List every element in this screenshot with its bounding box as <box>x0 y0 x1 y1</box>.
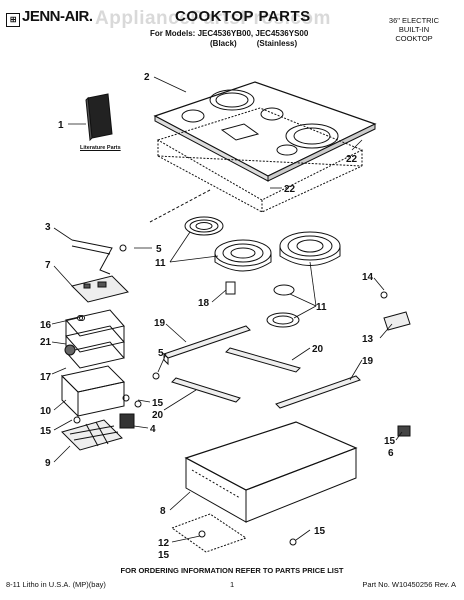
callout-4: 4 <box>150 424 156 435</box>
part-number: Part No. W10450256 Rev. A <box>362 580 456 589</box>
ordering-info: FOR ORDERING INFORMATION REFER TO PARTS … <box>120 566 344 575</box>
terminal-block <box>119 394 135 429</box>
callout-19-right: 19 <box>362 356 374 367</box>
brand-name: JENN-AIR. <box>22 8 93 25</box>
leader-lines <box>51 76 403 543</box>
callout-15-d: 15 <box>314 526 326 537</box>
callout-9: 9 <box>45 458 51 469</box>
callout-14: 14 <box>362 272 374 283</box>
support-rails <box>152 325 361 409</box>
literature-booklet <box>85 93 113 142</box>
callout-7: 7 <box>45 260 51 271</box>
callout-19-left: 19 <box>154 318 166 329</box>
callout-22-bottom: 22 <box>284 184 296 195</box>
callout-11-left: 11 <box>155 258 166 269</box>
mount-bracket <box>380 291 411 331</box>
control-housing <box>64 309 125 369</box>
callout-13: 13 <box>362 334 374 345</box>
callout-17: 17 <box>40 372 52 383</box>
callout-8: 8 <box>160 506 166 517</box>
callout-10: 10 <box>40 406 52 417</box>
brand-mark-icon: ⊞ <box>6 13 20 27</box>
model-numbers: JEC4536YB00, JEC4536YS00 <box>197 29 309 38</box>
type-line-1: 36" ELECTRIC <box>388 16 440 25</box>
callout-22-top: 22 <box>346 154 358 165</box>
brand-logo: ⊞JENN-AIR. <box>6 8 93 27</box>
surface-elements <box>184 216 341 328</box>
models-prefix: For Models: <box>150 29 198 38</box>
appliance-type: 36" ELECTRIC BUILT-IN COOKTOP <box>370 16 458 43</box>
variant-stainless: (Stainless) <box>256 39 298 48</box>
callout-11-right: 11 <box>316 302 327 313</box>
callout-12: 12 <box>158 538 170 549</box>
callout-15-c: 15 <box>384 436 396 447</box>
literature-parts-label: Literature Parts <box>80 145 121 151</box>
fan-assembly <box>61 419 123 451</box>
callout-5-mid: 5 <box>158 348 164 359</box>
page-title: COOKTOP PARTS <box>175 8 311 25</box>
bottom-pan <box>184 421 358 523</box>
cover-plate <box>170 513 248 553</box>
callout-15-a: 15 <box>152 398 164 409</box>
bracket <box>71 239 127 275</box>
litho-info: 8-11 Litho in U.S.A. (MP)(bay) <box>6 580 106 589</box>
callout-15-e: 15 <box>158 550 170 561</box>
callout-3: 3 <box>45 222 51 233</box>
callout-2: 2 <box>144 72 150 83</box>
glass-cooktop <box>153 81 377 182</box>
type-line-2: BUILT-IN <box>398 25 430 34</box>
control-board <box>71 275 129 303</box>
callout-numbers: 1 2 22 22 3 5 11 7 18 11 14 16 19 13 21 … <box>40 72 396 561</box>
callout-1: 1 <box>58 120 64 131</box>
variant-black: (Black) <box>210 39 237 48</box>
lower-enclosure <box>60 365 126 418</box>
model-info: For Models: JEC4536YB00, JEC4536YS00 (Bl… <box>150 29 308 49</box>
callout-6: 6 <box>388 448 394 459</box>
page-number: 1 <box>230 580 235 589</box>
callout-21: 21 <box>40 337 52 348</box>
callout-15-b: 15 <box>40 426 52 437</box>
callout-20-left: 20 <box>152 410 164 421</box>
watermark: AppliancePartsPros.com <box>95 8 331 29</box>
callout-5-top: 5 <box>156 244 162 255</box>
callout-20-right: 20 <box>312 344 324 355</box>
callout-16: 16 <box>40 320 52 331</box>
cooktop-frame <box>156 107 364 213</box>
callout-18: 18 <box>198 298 210 309</box>
type-line-3: COOKTOP <box>395 34 433 43</box>
